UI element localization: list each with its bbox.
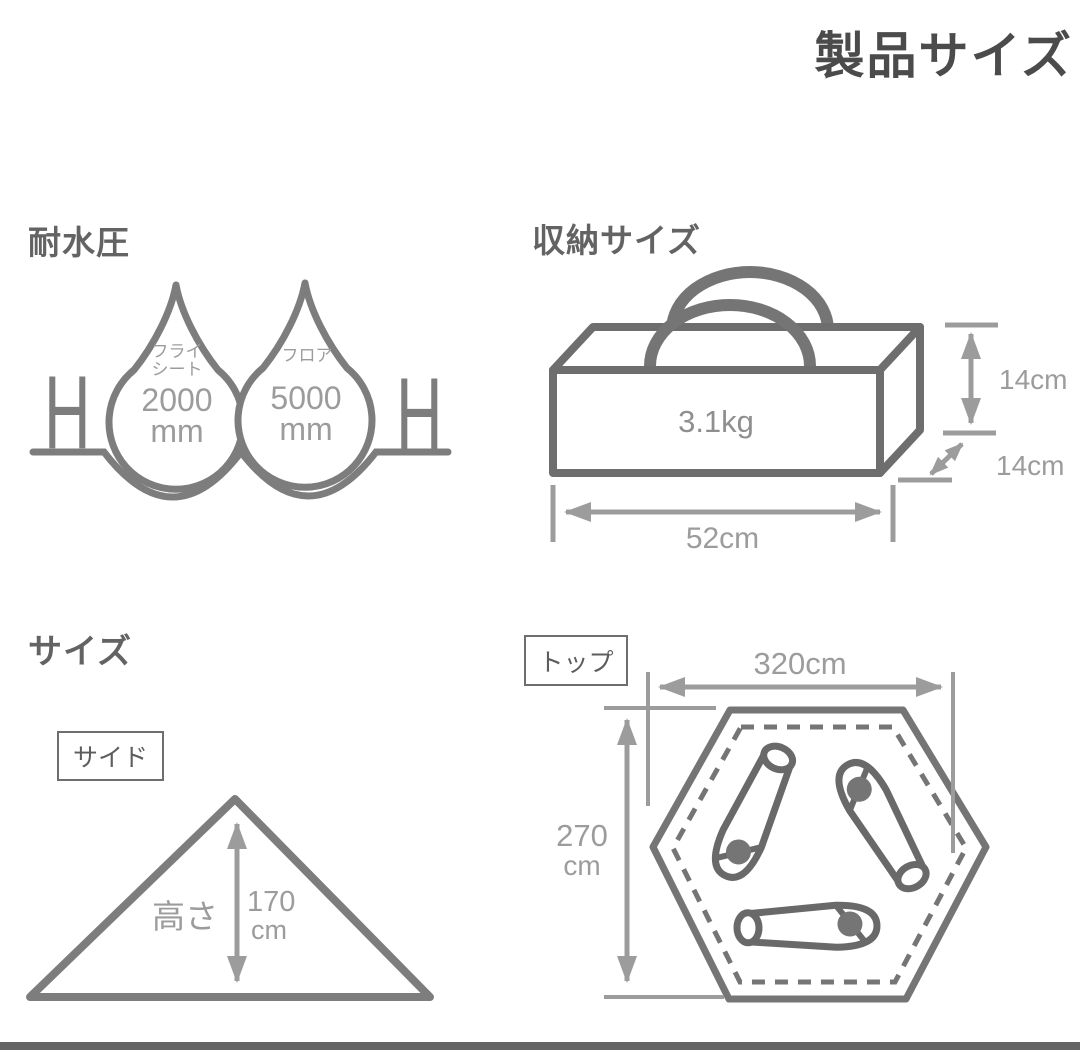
side-view-diagram — [26, 795, 434, 1001]
bag-rear-handle — [666, 266, 834, 331]
top-depth-unit: cm — [563, 850, 601, 881]
water-resistance-diagram: H H — [29, 279, 452, 501]
bag-front-face — [549, 366, 884, 477]
hydro-letter-left: H — [44, 355, 91, 470]
packed-width-value: 52cm — [685, 522, 760, 555]
packed-height-value: 14cm — [999, 364, 1068, 395]
floor-unit: mm — [279, 411, 333, 447]
flysheet-label-line2: シート — [151, 360, 203, 379]
tent-height-value: 170 — [247, 886, 296, 918]
size-heading: サイズ — [28, 633, 132, 671]
flysheet-value: 2000 — [141, 382, 213, 418]
hydro-letter-right: H — [396, 357, 443, 472]
flysheet-label-line1: フライ — [151, 342, 203, 361]
top-width-value: 320cm — [753, 646, 847, 681]
tent-side-triangle — [26, 795, 434, 1001]
floor-value: 5000 — [270, 380, 342, 416]
flysheet-drop-icon — [105, 281, 247, 493]
packed-weight: 3.1kg — [678, 404, 754, 439]
page-title: 製品サイズ — [814, 28, 1073, 84]
flysheet-unit: mm — [150, 413, 204, 449]
inner-dashed-hexagon — [670, 724, 969, 985]
ground-line — [29, 446, 452, 501]
packed-size-heading: 収納サイズ — [532, 222, 702, 259]
floor-label: フロア — [281, 346, 333, 365]
top-view-dimensions — [604, 672, 955, 999]
packed-bag-diagram — [549, 266, 924, 477]
sleeping-bag-bottom — [737, 905, 878, 949]
bag-front-handle — [644, 299, 816, 367]
top-view-diagram — [649, 706, 990, 1003]
floor-drop-icon — [234, 279, 376, 491]
water-resistance-heading: 耐水圧 — [28, 224, 130, 261]
top-view-tag: トップ — [524, 635, 628, 686]
bag-top-face — [549, 323, 924, 374]
tent-height-label: 高さ — [152, 898, 218, 935]
bottom-divider-bar — [0, 1042, 1080, 1050]
tent-height-unit: cm — [251, 915, 287, 945]
tent-floor-hexagon — [649, 706, 990, 1003]
packed-depth-value: 14cm — [996, 450, 1065, 481]
side-view-tag: サイド — [57, 731, 164, 781]
packed-dimensions — [550, 322, 998, 542]
top-depth-value: 270 — [556, 818, 608, 853]
depth-arrow — [929, 442, 964, 476]
